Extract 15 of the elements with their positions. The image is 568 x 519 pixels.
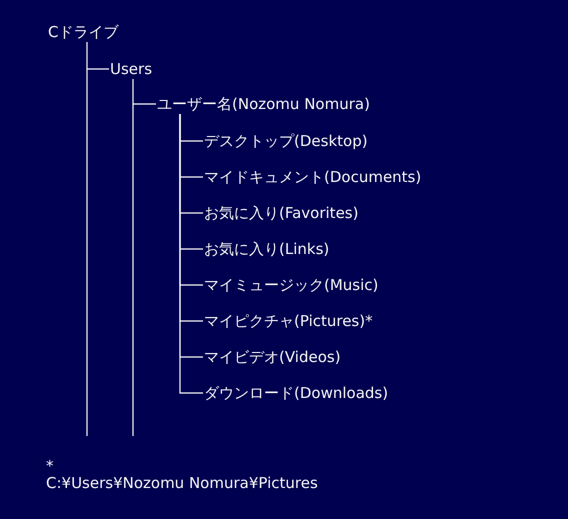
folder-name: マイミュージック(Music) [204,275,378,295]
folder-name: ユーザー名(Nozomu Nomura) [157,94,370,114]
folder-name: ダウンロード(Downloads) [204,383,388,403]
folder-name: お気に入り(Favorites) [204,203,358,223]
folder-name: マイビデオ(Videos) [204,347,341,367]
footnote-text: C:¥Users¥Nozomu Nomura¥Pictures [46,473,318,493]
folder-name: デスクトップ(Desktop) [204,131,368,151]
folder-name: マイピクチャ(Pictures)* [204,311,373,331]
tree-connector [132,79,156,105]
tree-connector [86,42,109,70]
folder-name: Cドライブ [48,22,118,42]
folder-name: マイドキュメント(Documents) [204,167,422,187]
folder-name: Users [110,59,152,79]
footnote-mark: * [46,456,54,476]
folder-name: お気に入り(Links) [204,239,330,259]
